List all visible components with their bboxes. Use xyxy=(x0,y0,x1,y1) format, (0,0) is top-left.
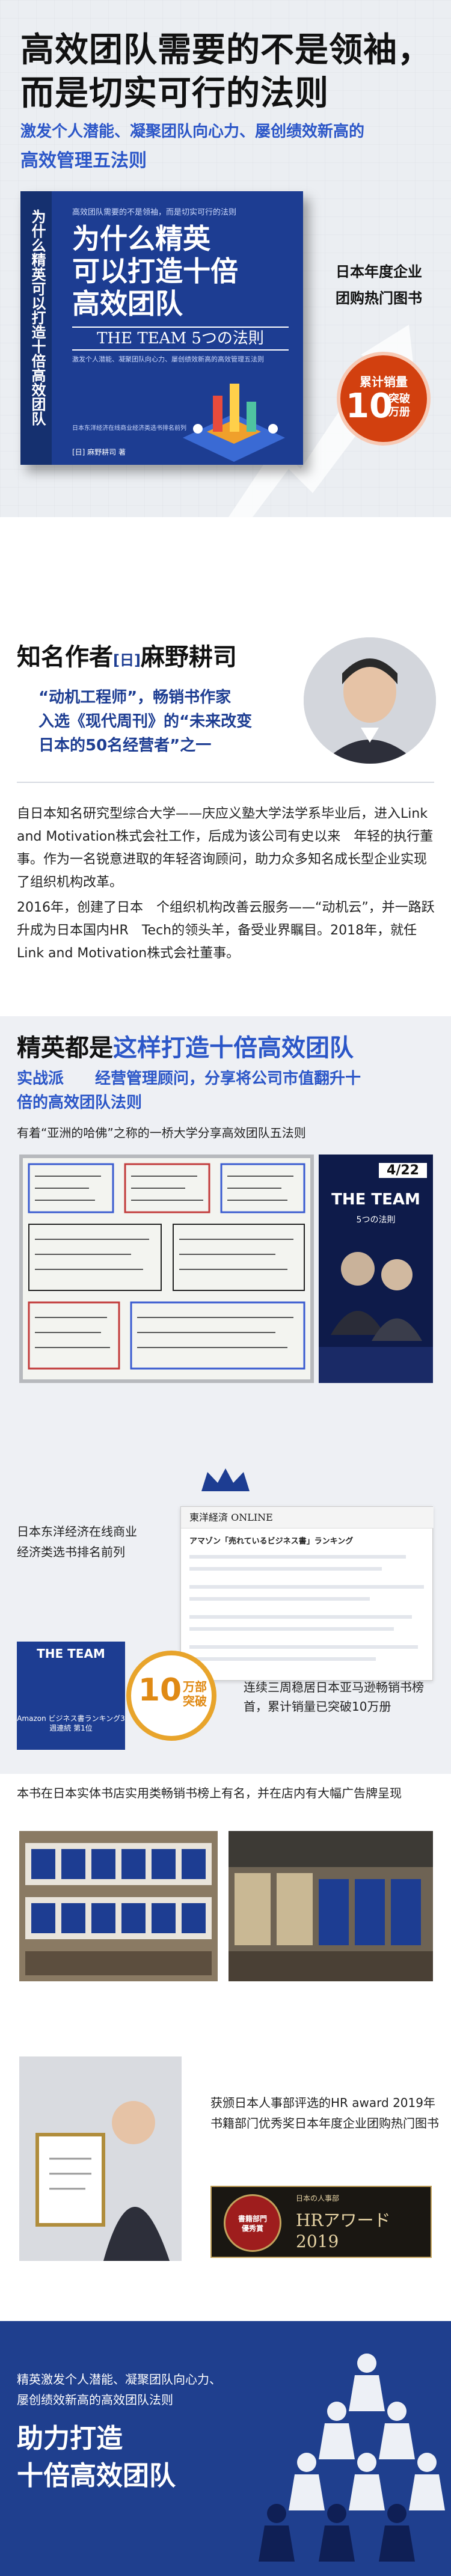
author-heading: 知名作者[日]麻野耕司 xyxy=(17,643,237,671)
book-description: 激发个人潜能、凝聚团队向心力、屡创绩效新高的高效管理五法则 xyxy=(72,355,264,363)
award-seal-icon: 書籍部門 優秀賞 xyxy=(224,2194,281,2252)
elite-note: 有着“亚洲的哈佛”之称的一桥大学分享高效团队五法则 xyxy=(17,1126,306,1140)
book-illustration-icon xyxy=(183,384,285,462)
site-name: 東洋経済 ONLINE xyxy=(181,1507,434,1529)
author-bio: 自日本知名研究型综合大学——庆应义塾大学法学系毕业后，进入Link and Mo… xyxy=(17,806,435,961)
sales-badge: 累计销量 10 突破 万册 xyxy=(337,352,431,446)
team-people-icon xyxy=(259,2354,445,2562)
portrait-icon xyxy=(304,637,436,764)
hero-subtitle-strong: 高效管理五法则 xyxy=(20,150,147,171)
book-title: 为什么精英 可以打造十倍 高效团队 xyxy=(72,222,238,320)
crown-icon xyxy=(201,1468,250,1491)
store-text: 本书在日本实体书店实用类畅销书榜上有名，并在店内有大幅广告牌呈现 xyxy=(17,1786,402,1800)
footer-subtitle: 精英激发个人潜能、凝聚团队向心力、 屡创绩效新高的高效团队法则 xyxy=(17,2372,221,2407)
amazon-text: 连续三周稳居日本亚马逊畅销书榜首，累计销量已突破10万册 xyxy=(244,1680,424,1714)
whiteboard-photo xyxy=(19,1155,314,1383)
book-footer-text: 日本东洋经济在线商业经济类选书排名前列 xyxy=(72,425,186,432)
hr-award-text: 获颁日本人事部评选的HR award 2019年书籍部门优秀奖日本年度企业团购热… xyxy=(210,2096,439,2130)
person-with-certificate-icon xyxy=(19,2056,182,2261)
store-photo-1 xyxy=(19,1831,218,1981)
bookstore-display-icon xyxy=(229,1831,433,1981)
rank-text: 日本东洋经济在线商业 经济类选书排名前列 xyxy=(17,1524,137,1559)
footer-section: 精英激发个人潜能、凝聚团队向心力、 屡创绩效新高的高效团队法则 助力打造 十倍高… xyxy=(0,2321,451,2576)
book-spine: 为什么精英可以打造十倍高效团队 xyxy=(20,191,52,465)
divider xyxy=(17,782,434,783)
footer-title: 助力打造 十倍高效团队 xyxy=(17,2423,176,2491)
whiteboard-notes-icon xyxy=(28,1163,305,1370)
event-poster: 4/22 THE TEAM 5つの法則 xyxy=(319,1155,433,1383)
ranking-screenshot: 東洋経済 ONLINE アマゾン「売れているビジネス書」ランキング xyxy=(180,1506,434,1681)
elite-heading: 精英都是这样打造十倍高效团队 xyxy=(17,1034,354,1062)
elite-subtitle: 实战派 经营管理顾问，分享将公司市值翻升十 倍的高效团队法则 xyxy=(17,1070,361,1112)
hero-section: 高效团队需要的不是领袖， 而是切实可行的法则 激发个人潜能、凝聚团队向心力、屡创… xyxy=(0,0,451,517)
store-photo-2 xyxy=(229,1831,433,1981)
award-ceremony-photo xyxy=(19,2056,182,2261)
bookstore-shelf-icon xyxy=(19,1831,218,1981)
award-label: 日本年度企业 团购热门图书 xyxy=(336,263,422,307)
ranking-headline: アマゾン「売れているビジネス書」ランキング xyxy=(189,1537,354,1546)
book-cover: 为什么精英可以打造十倍高效团队 高效团队需要的不是领袖，而是切实可行的法则 为什… xyxy=(20,191,303,465)
speaker-silhouette-icon xyxy=(319,1252,433,1383)
author-portrait xyxy=(304,637,436,764)
book-top-text: 高效团队需要的不是领袖，而是切实可行的法则 xyxy=(72,208,237,217)
hr-award-badge: 書籍部門 優秀賞 日本の人事部 HRアワード2019 xyxy=(210,2186,432,2258)
book-english-title: THE TEAM 5つの法則 xyxy=(72,327,289,351)
book-author: [日] 麻野耕司 著 xyxy=(72,448,126,456)
amazon-sales-badge: 10 万部 突破 xyxy=(126,1651,216,1741)
author-quote: “动机工程师”，畅销书作家 入选《现代周刊》的“未来改变 日本的50名经营者”之… xyxy=(38,688,253,755)
hero-title: 高效团队需要的不是领袖， 而是切实可行的法则 xyxy=(20,31,432,113)
hero-subtitle: 激发个人潜能、凝聚团队向心力、屡创绩效新高的 xyxy=(20,123,365,141)
amazon-card: THE TEAM Amazon ビジネス書ランキング3週連続 第1位 xyxy=(17,1642,125,1750)
